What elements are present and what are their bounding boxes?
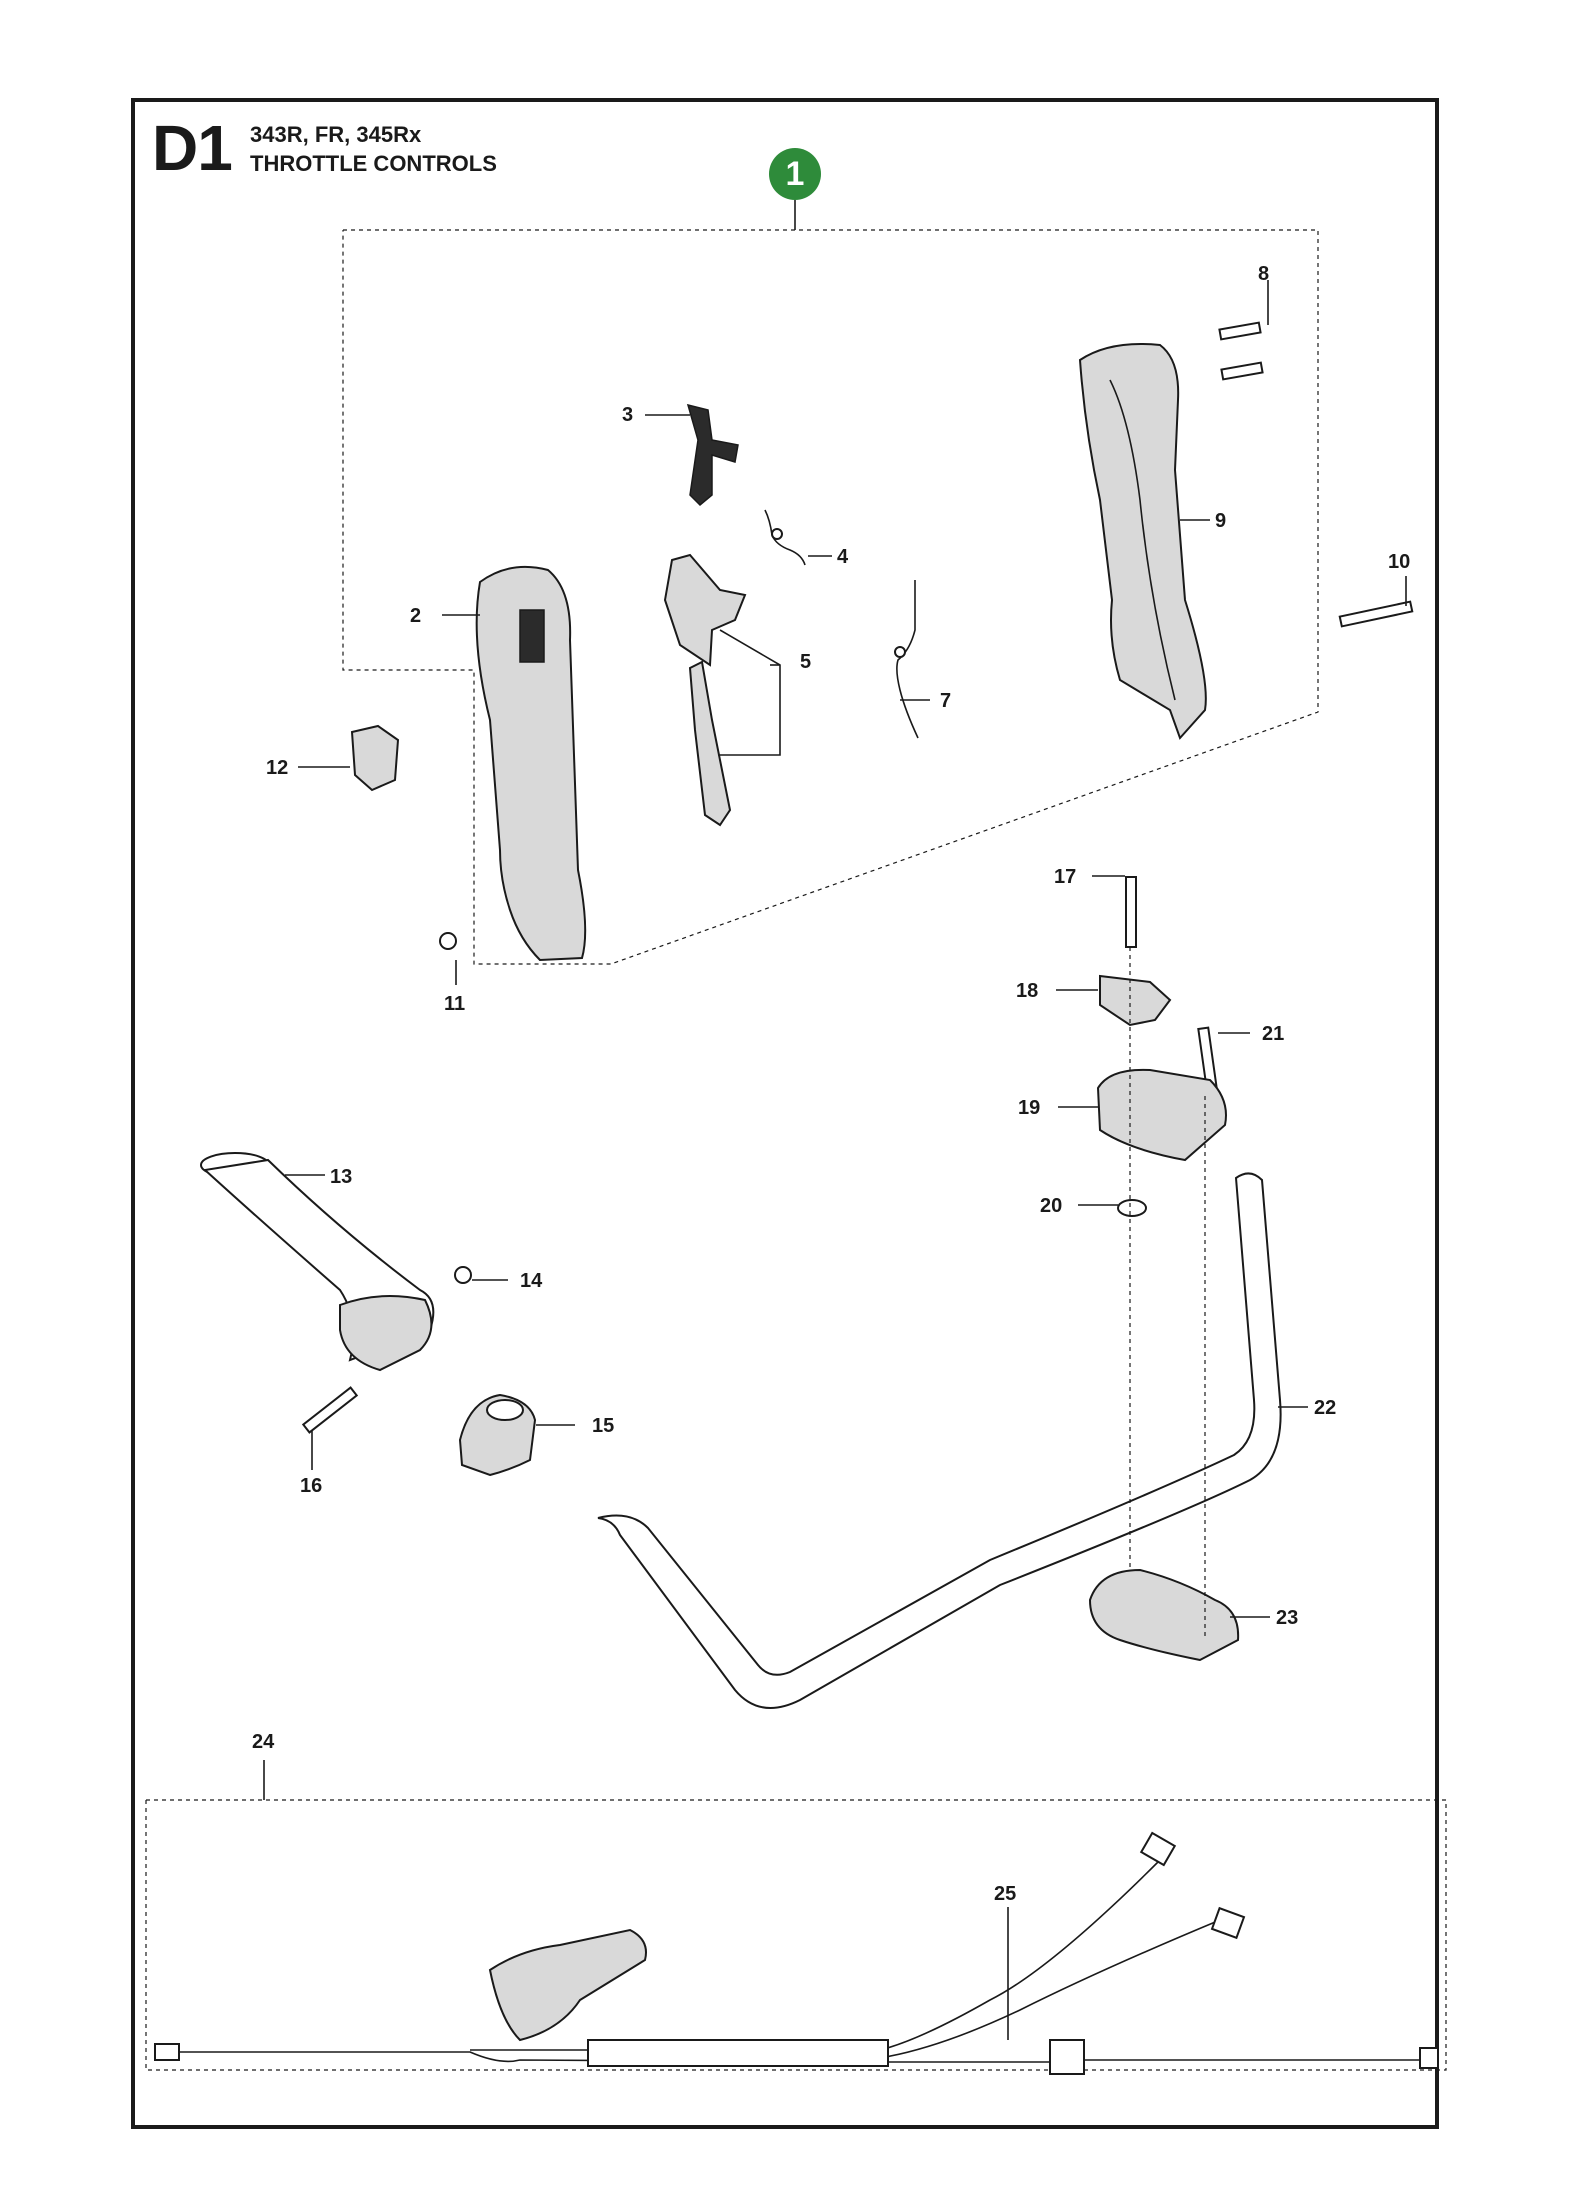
handle-bar[interactable] — [597, 1172, 1282, 1709]
callout-22: 22 — [1314, 1397, 1336, 1419]
callout-4: 4 — [837, 546, 849, 568]
callout-24: 24 — [252, 1731, 275, 1753]
screw-10[interactable] — [1338, 600, 1414, 628]
cable-group — [145, 1760, 1447, 2071]
callout-2: 2 — [410, 605, 421, 627]
trigger-lock[interactable] — [686, 403, 739, 507]
model-list: 343R, FR, 345Rx — [250, 122, 422, 147]
throttle-cable[interactable] — [154, 1831, 1439, 2075]
handle-half-left[interactable] — [475, 565, 587, 962]
spring-4[interactable] — [764, 509, 806, 566]
callout-16: 16 — [300, 1475, 322, 1497]
callout-7: 7 — [940, 690, 951, 712]
callout-15: 15 — [592, 1415, 614, 1437]
callout-13: 13 — [330, 1166, 352, 1188]
callout-8: 8 — [1258, 263, 1269, 285]
nut-11[interactable] — [439, 932, 457, 950]
callout-25: 25 — [994, 1883, 1016, 1905]
kit-badge[interactable]: 1 — [769, 148, 821, 200]
callout-11: 11 — [444, 993, 465, 1015]
callout-10: 10 — [1388, 551, 1410, 573]
callout-19: 19 — [1018, 1097, 1040, 1119]
handle-grip[interactable] — [200, 1152, 435, 1372]
callout-18: 18 — [1016, 980, 1038, 1002]
callout-21: 21 — [1262, 1023, 1284, 1045]
callout-3: 3 — [622, 404, 633, 426]
page-title: THROTTLE CONTROLS — [250, 151, 497, 176]
screw-8[interactable] — [1218, 321, 1264, 381]
spring-7[interactable] — [894, 580, 919, 739]
bracket-19[interactable] — [1096, 1068, 1227, 1162]
callout-23: 23 — [1276, 1607, 1298, 1629]
switch-12[interactable] — [350, 724, 400, 792]
handle-half-right[interactable] — [1078, 343, 1207, 740]
callout-labels: 2 3 4 5 7 8 9 10 11 12 13 14 15 16 17 18… — [252, 263, 1410, 1905]
callout-20: 20 — [1040, 1195, 1062, 1217]
callout-9: 9 — [1215, 510, 1226, 532]
bracket-18[interactable] — [1099, 974, 1172, 1027]
screw-16[interactable] — [301, 1386, 359, 1434]
bracket-23[interactable] — [1088, 1568, 1240, 1662]
page-frame — [131, 98, 1439, 2129]
leader-lines — [285, 280, 1407, 2040]
callout-14: 14 — [520, 1270, 543, 1292]
callout-17: 17 — [1054, 866, 1076, 888]
callout-5: 5 — [800, 651, 811, 673]
section-code: D1 — [152, 112, 233, 184]
washer-20[interactable] — [1117, 1199, 1147, 1217]
nut-14[interactable] — [454, 1266, 472, 1284]
callout-12: 12 — [266, 757, 288, 779]
screw-17[interactable] — [1125, 876, 1137, 948]
kit-group-outline — [342, 200, 1319, 965]
clamp-15[interactable] — [458, 1393, 537, 1477]
throttle-trigger-lower[interactable] — [688, 660, 732, 827]
throttle-trigger-upper[interactable] — [663, 553, 747, 667]
